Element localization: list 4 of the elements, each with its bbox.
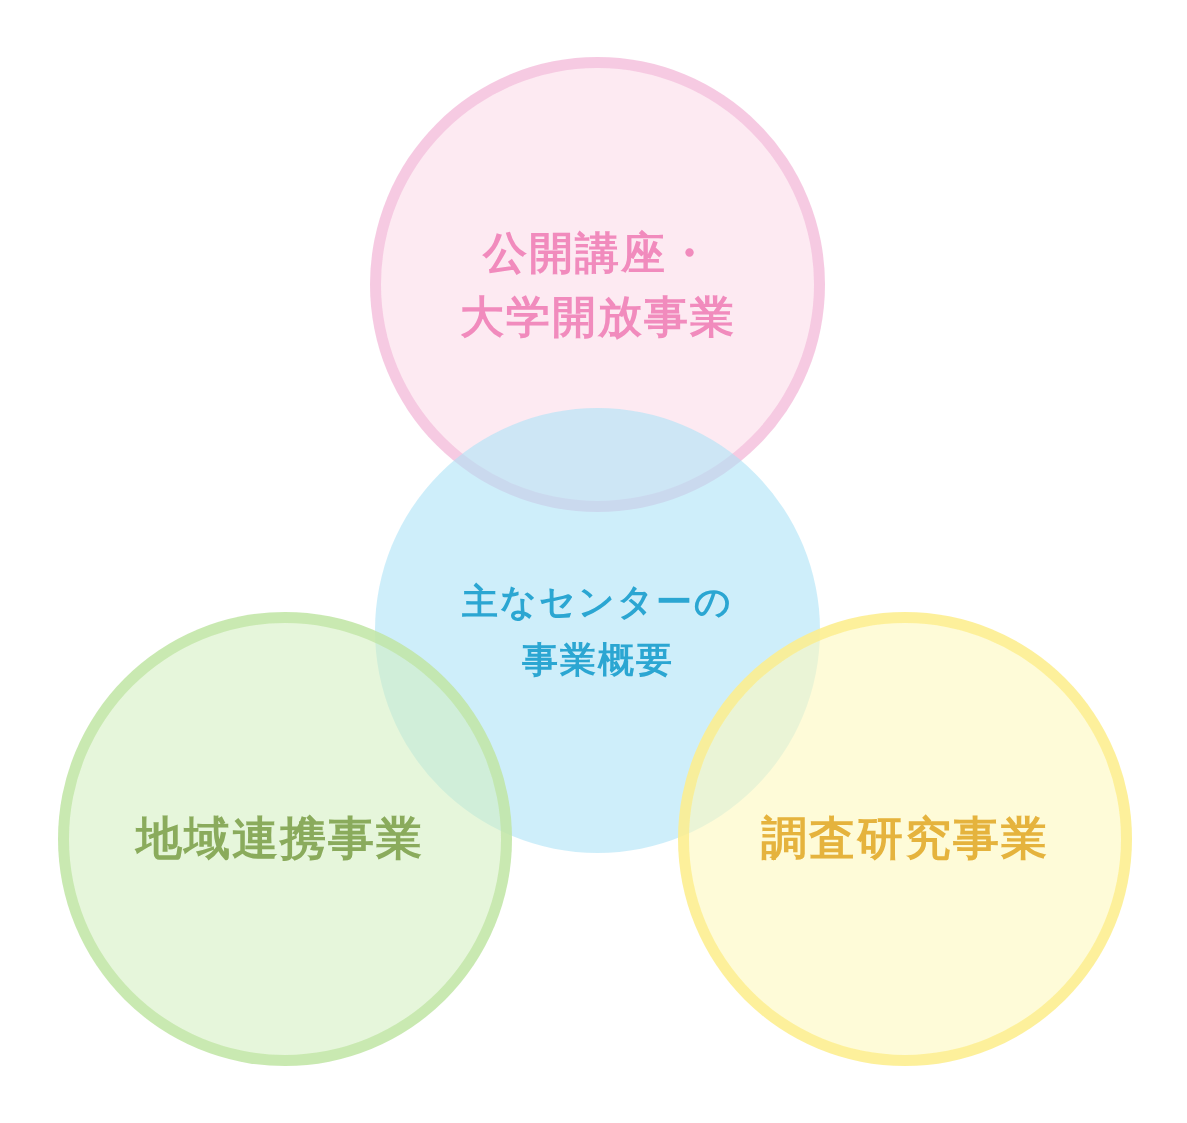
circle-label: 主なセンターの事業概要 [462, 579, 733, 682]
circle-label: 公開講座・大学開放事業 [459, 225, 736, 344]
circle-label: 地域連携事業 [136, 810, 424, 868]
circle-label: 調査研究事業 [761, 810, 1049, 868]
